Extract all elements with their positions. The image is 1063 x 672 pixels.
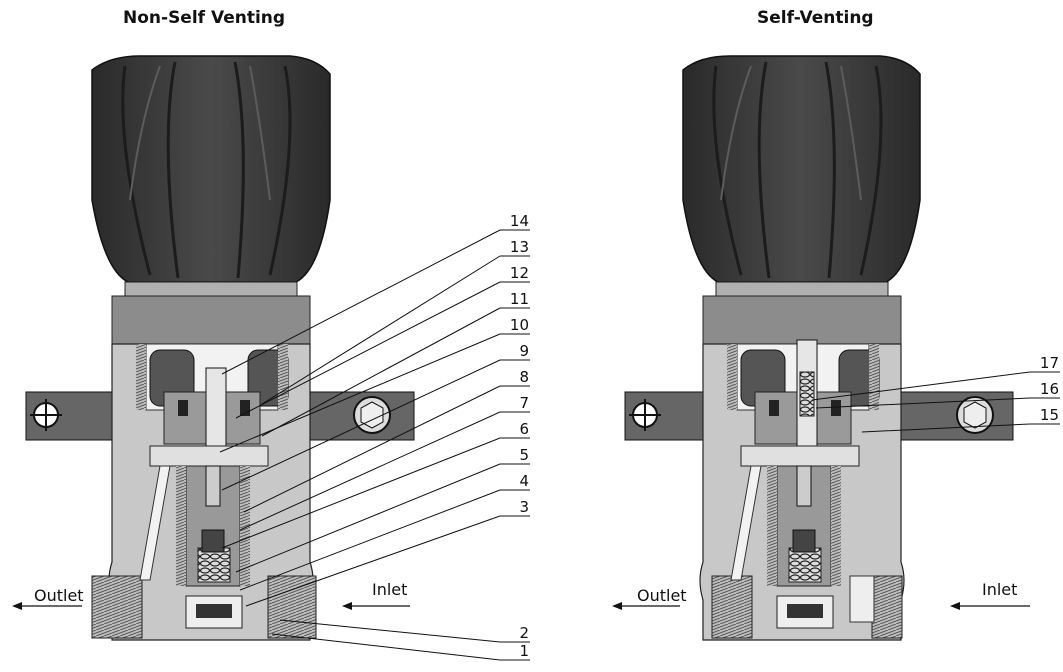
callout-10: 10: [509, 316, 529, 334]
left-flow-arrows: [12, 602, 410, 610]
right-knob: [682, 55, 921, 283]
right-outlet-port: [711, 575, 753, 639]
callout-8: 8: [519, 368, 529, 386]
left-outlet-label: Outlet: [34, 586, 84, 605]
right-inlet-port: [871, 575, 903, 639]
right-flow-arrows: [612, 602, 1030, 610]
callout-16: 16: [1039, 380, 1059, 398]
right-outlet-label: Outlet: [637, 586, 687, 605]
right-inlet-label: Inlet: [982, 580, 1018, 599]
callout-13: 13: [509, 238, 529, 256]
callout-4: 4: [519, 472, 529, 490]
callout-11: 11: [509, 290, 529, 308]
right-regulator: [624, 55, 1014, 641]
left-outlet-port: [91, 575, 143, 639]
callout-1: 1: [519, 642, 529, 660]
callout-3: 3: [519, 498, 529, 516]
callout-15: 15: [1039, 406, 1059, 424]
right-bonnet: [702, 295, 902, 345]
callout-7: 7: [519, 394, 529, 412]
left-bonnet: [111, 295, 311, 345]
callout-5: 5: [519, 446, 529, 464]
right-callout-lines: [811, 371, 1060, 433]
title-non-self-venting: Non-Self Venting: [123, 8, 286, 28]
callout-14: 14: [509, 212, 529, 230]
callout-2: 2: [519, 624, 529, 642]
callout-9: 9: [519, 342, 529, 360]
left-callout-lines: [219, 229, 530, 661]
left-inlet-label: Inlet: [372, 580, 408, 599]
callout-12: 12: [509, 264, 529, 282]
left-regulator: [25, 55, 415, 641]
callout-17: 17: [1039, 354, 1059, 372]
right-knob-collar: [715, 281, 889, 297]
left-knob-collar: [124, 281, 298, 297]
left-knob: [91, 55, 331, 283]
left-inlet-port: [267, 575, 317, 639]
title-self-venting: Self-Venting: [757, 8, 874, 28]
callout-6: 6: [519, 420, 529, 438]
